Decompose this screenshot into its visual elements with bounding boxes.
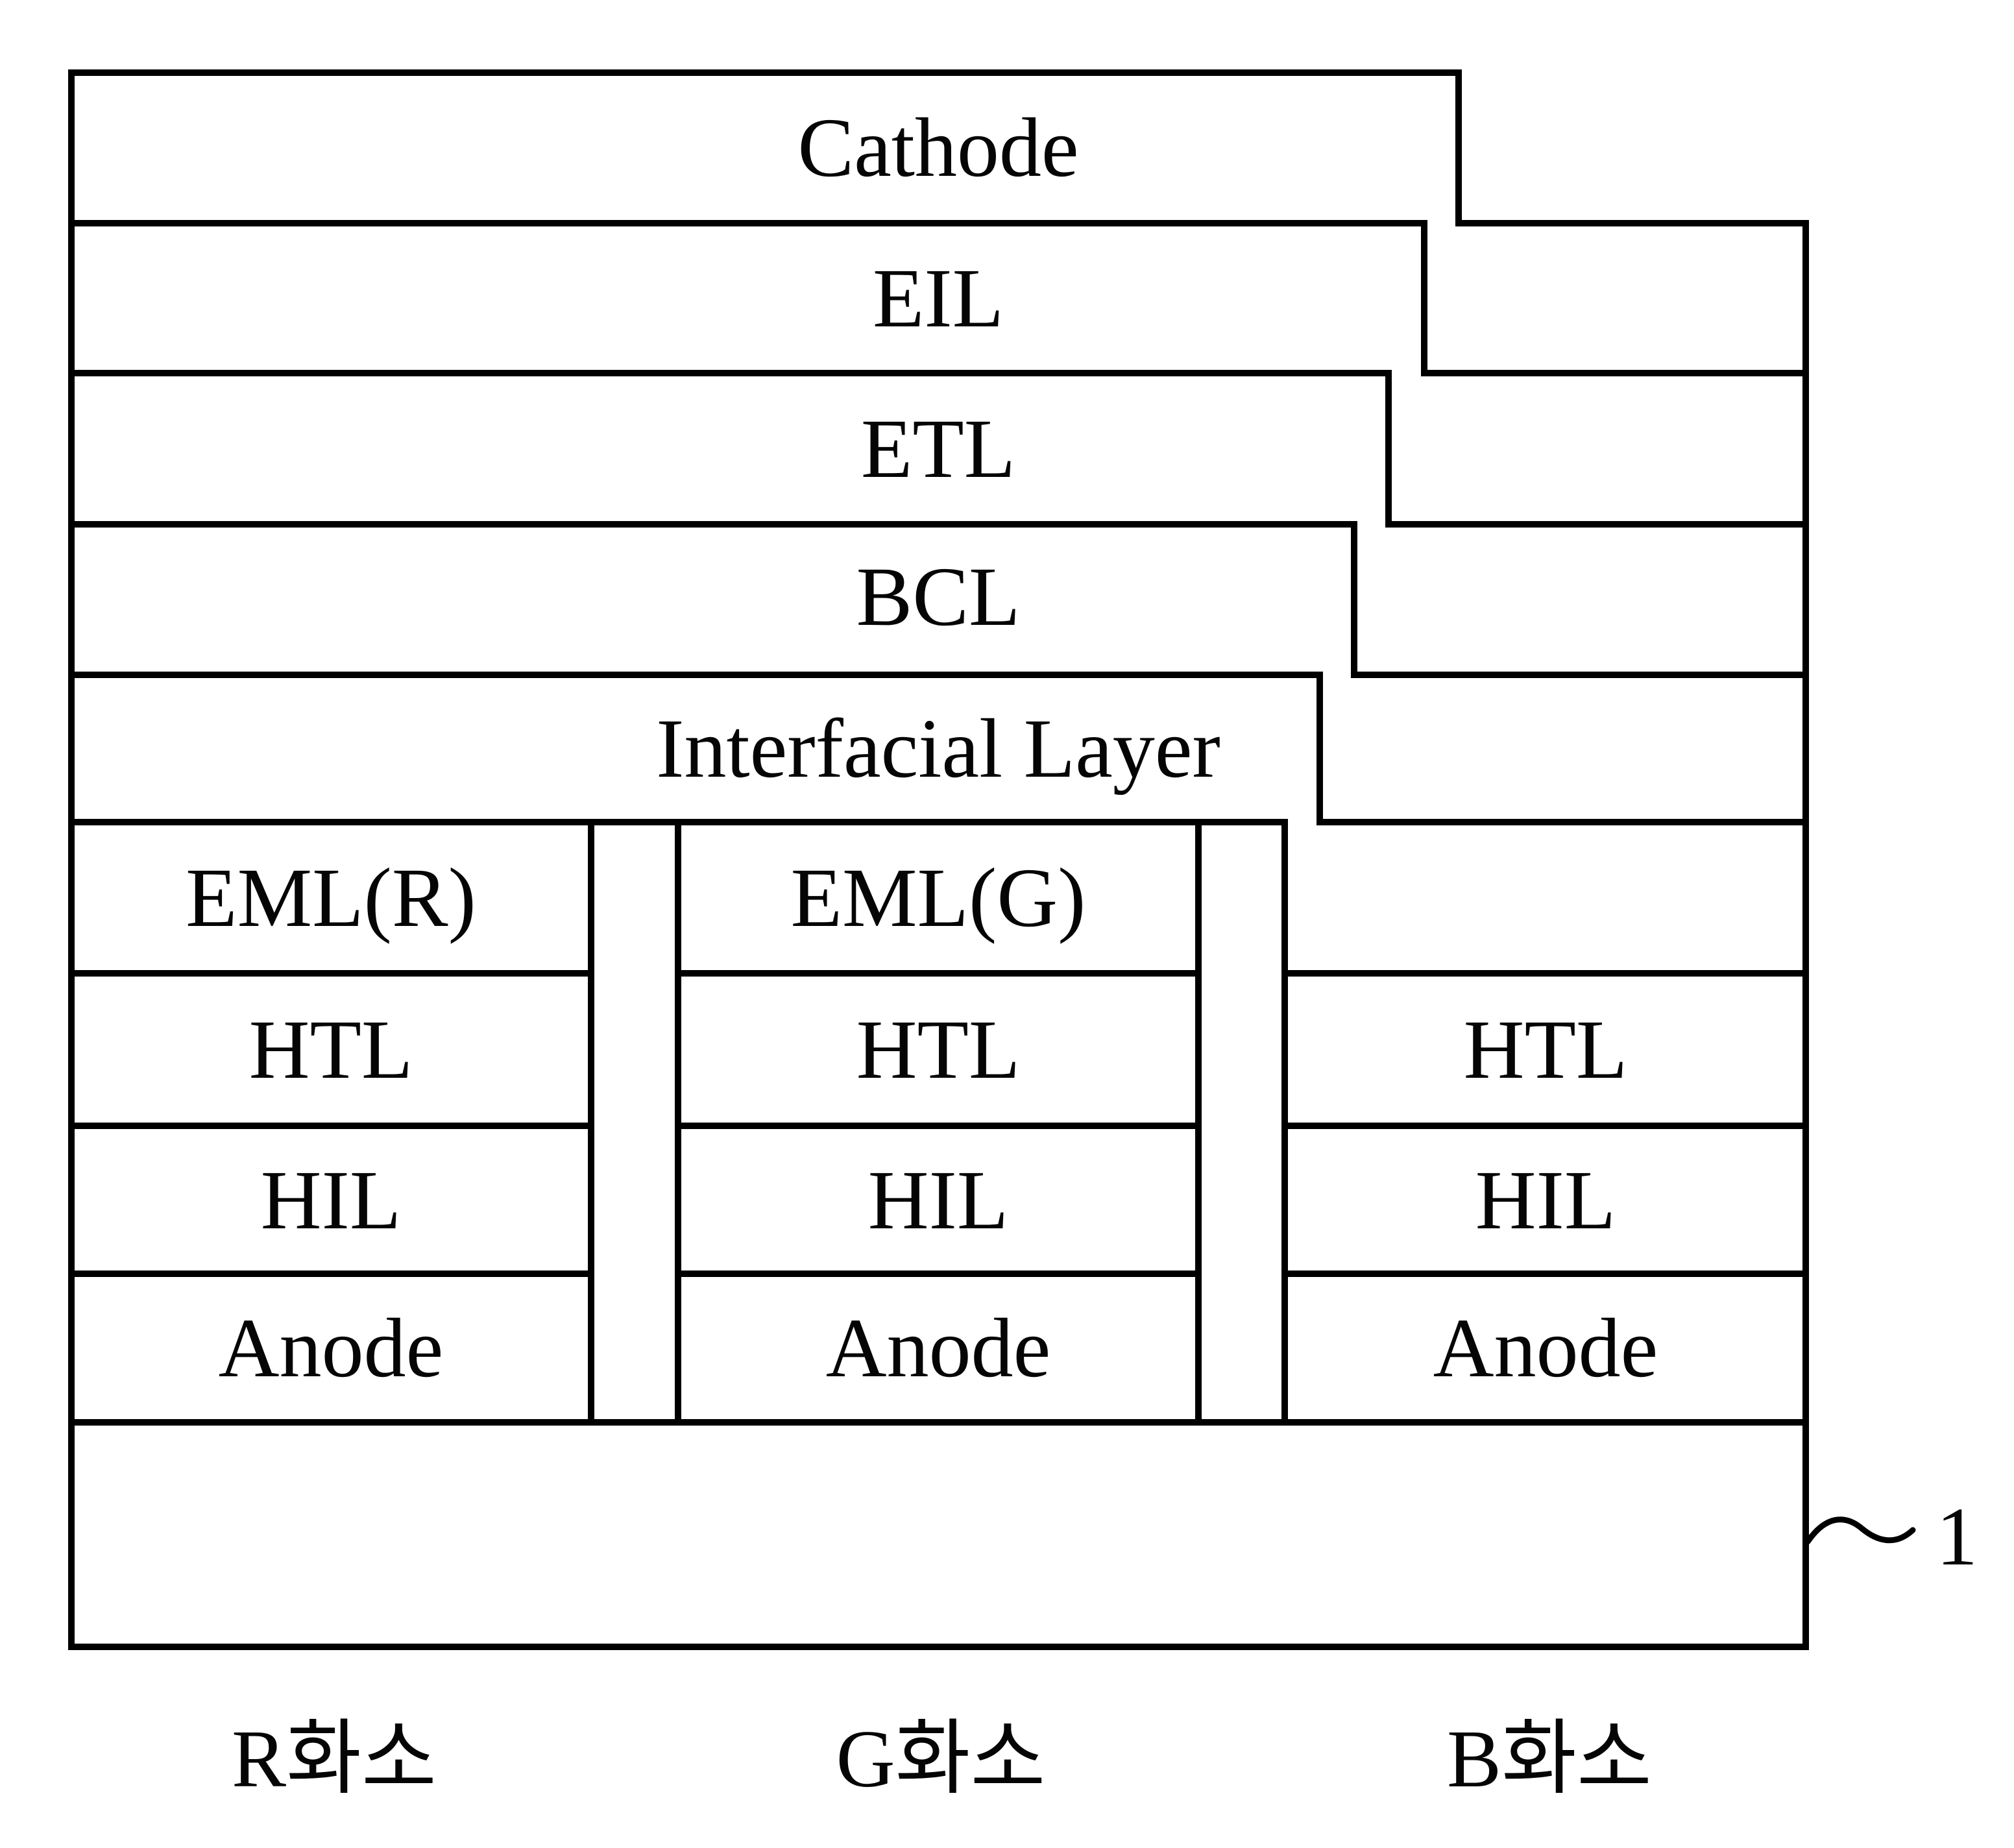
layer-label-etl: ETL	[860, 402, 1016, 496]
layer-label-htl-r: HTL	[249, 1003, 413, 1097]
layer-label-hil-r: HIL	[260, 1154, 402, 1247]
layer-label-hil-g: HIL	[867, 1154, 1009, 1247]
layer-label-eml-g: EML(G)	[790, 851, 1086, 945]
layer-label-eil: EIL	[872, 252, 1004, 345]
layer-label-anode-r: Anode	[218, 1302, 444, 1395]
pixel-caption-b: B화소	[1447, 1714, 1652, 1805]
substrate-reference-number: 1	[1936, 1490, 1978, 1583]
layer-label-htl-g: HTL	[856, 1003, 1021, 1097]
layer-label-anode-b: Anode	[1433, 1302, 1658, 1395]
layer-label-interfacial: Interfacial Layer	[656, 702, 1220, 796]
pixel-caption-r: R화소	[232, 1714, 437, 1805]
pixel-caption-g: G화소	[836, 1714, 1046, 1805]
layer-label-cathode: Cathode	[797, 101, 1079, 195]
structure-lines	[68, 69, 1809, 1650]
reference-leader-squiggle	[1804, 1516, 1916, 1545]
layer-label-bcl: BCL	[856, 550, 1021, 644]
layer-label-eml-r: EML(R)	[186, 851, 476, 945]
layer-label-hil-b: HIL	[1475, 1154, 1616, 1247]
layer-label-htl-b: HTL	[1463, 1003, 1628, 1097]
layer-label-anode-g: Anode	[825, 1302, 1051, 1395]
